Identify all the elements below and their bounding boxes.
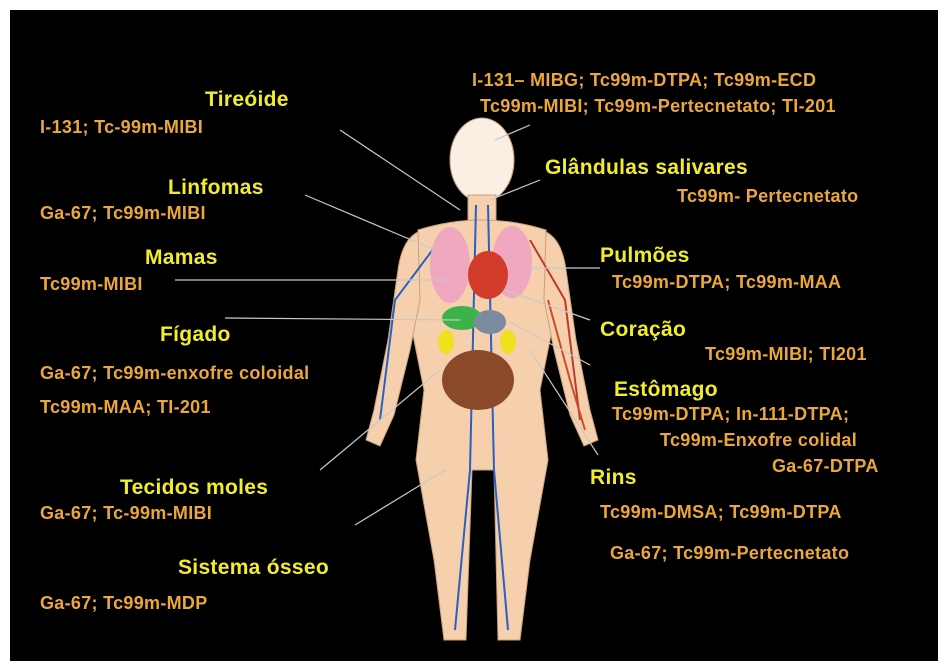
tracers-mamas: Tc99m-MIBI xyxy=(40,274,143,295)
tracers-estomago-2: Tc99m-Enxofre colidal xyxy=(660,430,857,451)
tracers-linfomas: Ga-67; Tc99m-MIBI xyxy=(40,203,206,224)
label-coracao: Coração xyxy=(600,318,686,342)
label-linfomas: Linfomas xyxy=(168,176,264,200)
label-glandulas-salivares: Glândulas salivares xyxy=(545,156,748,180)
label-sistema-osseo: Sistema ósseo xyxy=(178,556,329,580)
label-figado: Fígado xyxy=(160,323,231,347)
tracers-glandulas-salivares: Tc99m- Pertecnetato xyxy=(677,186,858,207)
left-kidney xyxy=(438,330,454,354)
intestines xyxy=(442,350,514,410)
liver xyxy=(474,310,506,334)
tracers-estomago-3: Ga-67-DTPA xyxy=(772,456,879,477)
right-kidney xyxy=(500,330,516,354)
tracers-rins-1: Tc99m-DMSA; Tc99m-DTPA xyxy=(600,502,842,523)
label-tireoide: Tireóide xyxy=(205,88,289,112)
tracers-cabeca-1: I-131– MIBG; Tc99m-DTPA; Tc99m-ECD xyxy=(472,70,816,91)
tracers-cabeca-2: Tc99m-MIBI; Tc99m-Pertecnetato; TI-201 xyxy=(480,96,836,117)
tracers-tireoide: I-131; Tc-99m-MIBI xyxy=(40,117,203,138)
label-rins: Rins xyxy=(590,466,637,490)
heart xyxy=(468,251,508,299)
tracers-figado-2: Tc99m-MAA; TI-201 xyxy=(40,397,211,418)
tracers-coracao: Tc99m-MIBI; TI201 xyxy=(705,344,867,365)
left-lung xyxy=(430,227,470,303)
label-pulmoes: Pulmões xyxy=(600,244,690,268)
tracers-figado-1: Ga-67; Tc99m-enxofre coloidal xyxy=(40,363,309,384)
tracers-rins-2: Ga-67; Tc99m-Pertecnetato xyxy=(610,543,849,564)
label-mamas: Mamas xyxy=(145,246,218,270)
label-tecidos-moles: Tecidos moles xyxy=(120,476,268,500)
tracers-tecidos-moles: Ga-67; Tc-99m-MIBI xyxy=(40,503,212,524)
tracers-pulmoes: Tc99m-DTPA; Tc99m-MAA xyxy=(612,272,841,293)
tracers-sistema-osseo: Ga-67; Tc99m-MDP xyxy=(40,593,208,614)
label-estomago: Estômago xyxy=(614,378,718,402)
tracers-estomago-1: Tc99m-DTPA; In-111-DTPA; xyxy=(612,404,849,425)
